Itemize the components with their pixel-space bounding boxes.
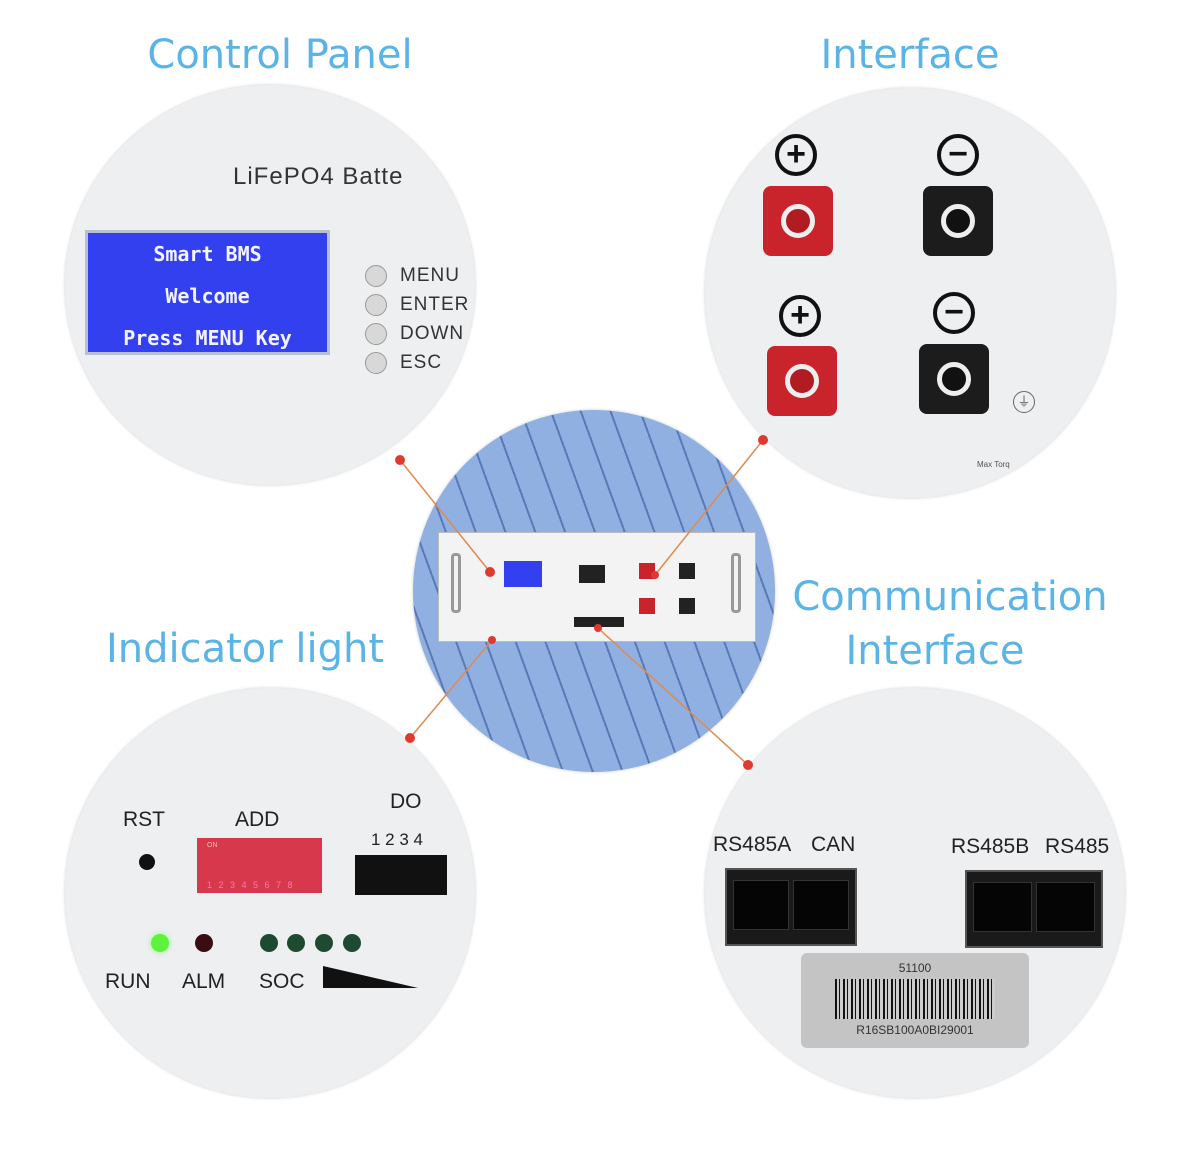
indicator-closeup: RST ADD ON 1 2 3 4 5 6 7 8 DO 1 2 3 4 RU…: [65, 688, 475, 1098]
title-control-panel: Control Panel: [147, 32, 413, 78]
esc-label: ESC: [400, 352, 443, 373]
mini-display: [579, 565, 605, 583]
address-dip-switch[interactable]: ON 1 2 3 4 5 6 7 8: [197, 838, 322, 893]
minus-icon: −: [937, 134, 979, 176]
dip-numbers: 1 2 3 4 5 6 7 8: [207, 880, 295, 890]
ground-text: Max Torq: [977, 460, 1010, 469]
run-label: RUN: [105, 970, 151, 993]
battery-product-photo: [413, 410, 775, 772]
control-panel-closeup: LiFePO4 Batte Smart BMS Welcome Press ME…: [65, 85, 475, 485]
do-pins: 1 2 3 4: [371, 830, 423, 849]
barcode-label: 51100 R16SB100A0BI29001: [801, 953, 1029, 1048]
callout-dot: [758, 435, 768, 445]
callout-line-control-panel: [399, 459, 491, 573]
rs485b-label: RS485B: [951, 835, 1030, 858]
callout-dot: [488, 636, 496, 644]
menu-button[interactable]: [365, 265, 387, 287]
title-interface: Interface: [820, 32, 1000, 78]
callout-line-indicator: [409, 639, 493, 739]
dip-on-label: ON: [207, 842, 218, 849]
barcode: [835, 979, 995, 1019]
rs485-label: RS485: [1045, 835, 1110, 858]
soc-led: [343, 934, 361, 952]
down-label: DOWN: [400, 323, 465, 344]
plus-icon: +: [779, 295, 821, 337]
soc-led: [287, 934, 305, 952]
handle: [451, 553, 461, 613]
negative-terminal[interactable]: [923, 186, 993, 256]
callout-dot: [405, 733, 415, 743]
plus-icon: +: [775, 134, 817, 176]
do-connector[interactable]: [355, 855, 447, 895]
reset-button[interactable]: [139, 854, 155, 870]
communication-closeup: RS485A CAN RS485B RS485 51100 R16SB100A0…: [705, 688, 1125, 1098]
callout-dot: [485, 567, 495, 577]
alm-led: [195, 934, 213, 952]
down-button[interactable]: [365, 323, 387, 345]
lcd-line: Welcome: [165, 284, 250, 308]
label-bottom-text: R16SB100A0BI29001: [856, 1023, 974, 1037]
title-communication: Communication: [792, 574, 1108, 620]
alm-label: ALM: [182, 970, 226, 993]
do-label: DO: [390, 790, 422, 813]
menu-label: MENU: [400, 265, 460, 286]
mini-negative-terminal: [679, 598, 695, 614]
positive-terminal[interactable]: [767, 346, 837, 416]
brand-text: LiFePO4 Batte: [233, 163, 404, 190]
add-label: ADD: [235, 808, 280, 831]
rs485a-can-ports[interactable]: [725, 868, 857, 946]
ground-icon: ⏚: [1013, 391, 1035, 413]
rs485b-ports[interactable]: [965, 870, 1103, 948]
lcd-screen: Smart BMS Welcome Press MENU Key: [85, 230, 330, 355]
negative-terminal[interactable]: [919, 344, 989, 414]
lcd-line: Press MENU Key: [123, 326, 292, 350]
callout-line-interface: [654, 439, 764, 576]
label-top-text: 51100: [898, 961, 932, 975]
run-led: [151, 934, 169, 952]
rs485a-label: RS485A: [713, 833, 792, 856]
mini-ports: [574, 617, 624, 627]
rst-label: RST: [123, 808, 165, 831]
enter-label: ENTER: [400, 294, 470, 315]
battery-front-panel: [438, 532, 756, 642]
title-indicator-light: Indicator light: [105, 626, 385, 672]
minus-icon: −: [933, 292, 975, 334]
callout-dot: [395, 455, 405, 465]
mini-positive-terminal: [639, 598, 655, 614]
esc-button[interactable]: [365, 352, 387, 374]
callout-line-communication: [597, 627, 749, 766]
soc-label: SOC: [259, 970, 305, 993]
soc-led: [260, 934, 278, 952]
soc-led: [315, 934, 333, 952]
positive-terminal[interactable]: [763, 186, 833, 256]
can-label: CAN: [811, 833, 856, 856]
callout-dot: [743, 760, 753, 770]
enter-button[interactable]: [365, 294, 387, 316]
mini-lcd: [504, 561, 542, 587]
handle: [731, 553, 741, 613]
mini-negative-terminal: [679, 563, 695, 579]
lcd-line: Smart BMS: [153, 242, 262, 266]
callout-dot: [594, 624, 602, 632]
title-communication-interface: Interface: [845, 628, 1025, 674]
callout-dot: [651, 571, 659, 579]
interface-closeup: + − + − ⏚ Max Torq: [705, 88, 1115, 498]
